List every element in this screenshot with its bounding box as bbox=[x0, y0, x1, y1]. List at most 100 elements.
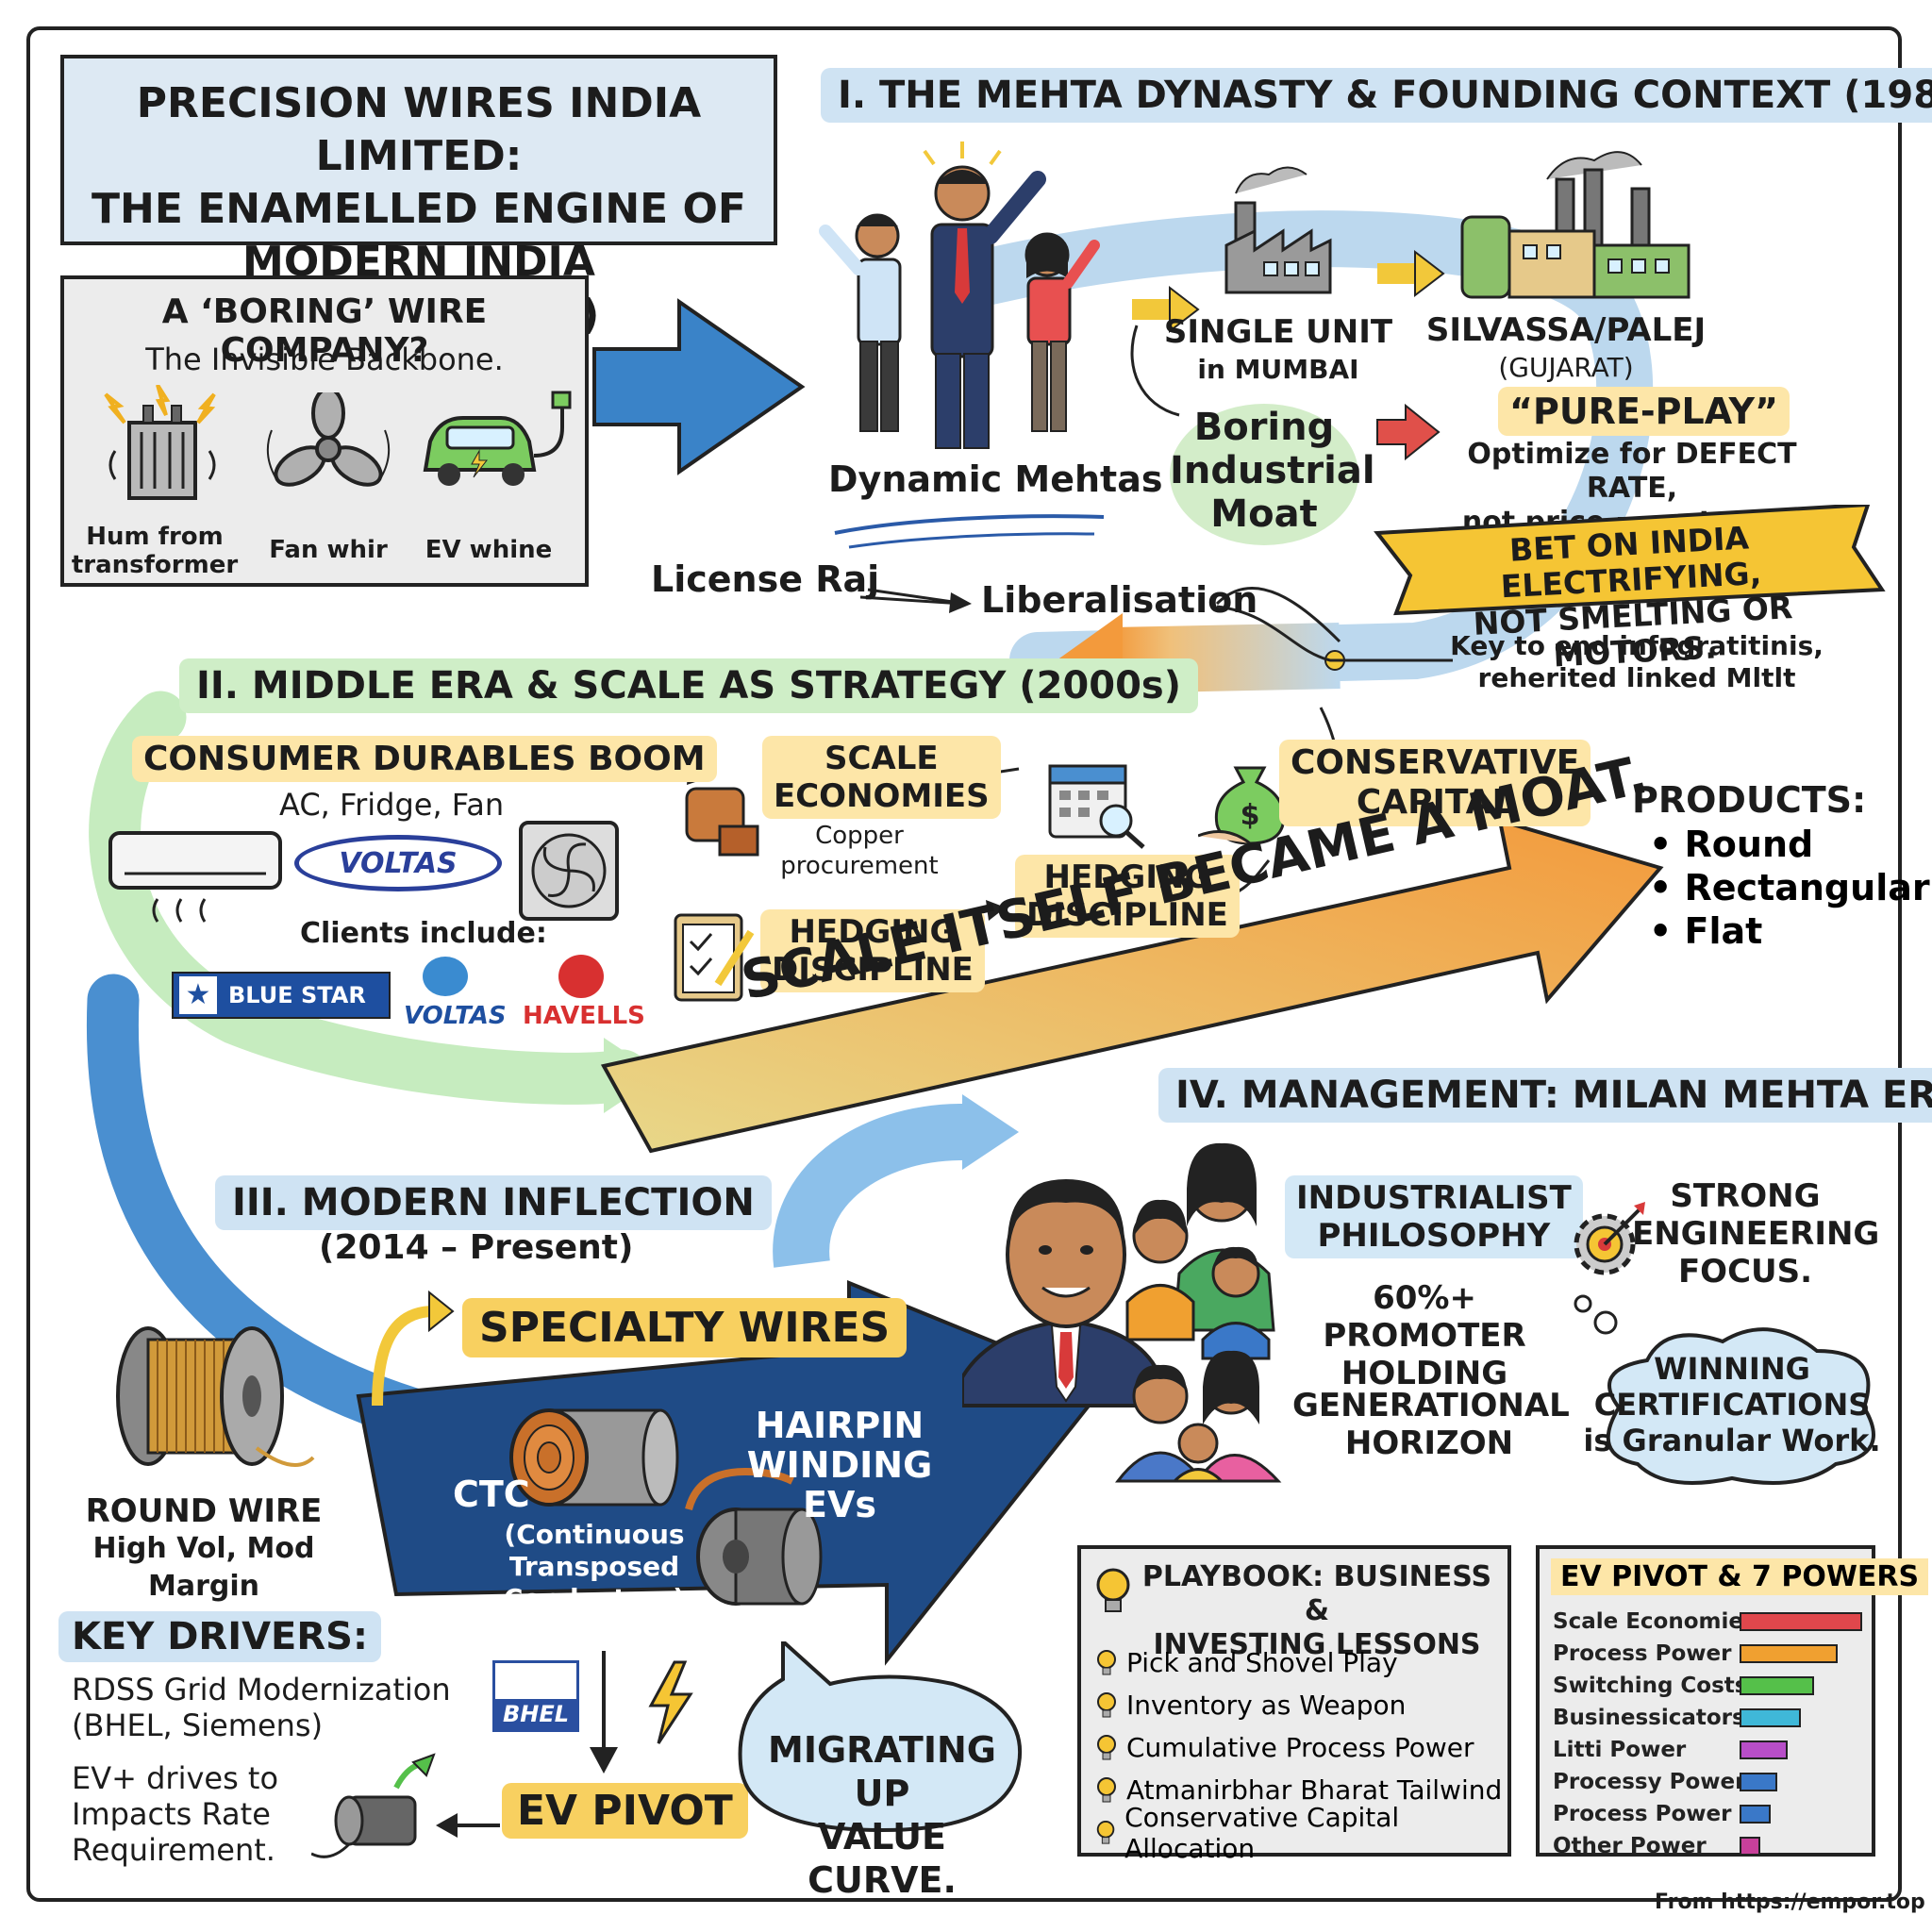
ev-pivot-tag: EV PIVOT bbox=[502, 1783, 748, 1839]
mehta-people-illustration bbox=[819, 142, 1100, 449]
havells-icon bbox=[558, 955, 604, 998]
intro-item-fan: Fan whir bbox=[269, 536, 388, 564]
power-bar bbox=[1740, 1773, 1777, 1791]
management-portrait bbox=[962, 1142, 1282, 1483]
specialty-wires-tag: SPECIALTY WIRES bbox=[462, 1298, 908, 1357]
voltas-client-icon bbox=[423, 957, 468, 996]
clipboard-icon bbox=[674, 913, 755, 1002]
power-label: Switching Costs bbox=[1553, 1674, 1748, 1698]
engineering-line1: STRONG bbox=[1670, 1177, 1821, 1215]
hairpin-motor-icon bbox=[685, 1467, 823, 1606]
power-label: Scale Economies bbox=[1553, 1609, 1757, 1634]
cloud-line1: WINNING bbox=[1654, 1351, 1810, 1387]
ctc-label: CTC bbox=[453, 1474, 530, 1515]
exhaust-fan-icon bbox=[519, 821, 619, 921]
factory-mumbai-icon bbox=[1224, 166, 1332, 294]
scale-line2: ECONOMIES bbox=[774, 777, 990, 815]
bhel-text: BHEL bbox=[495, 1699, 576, 1729]
bet-ribbon bbox=[1374, 505, 1886, 616]
title-line1: PRECISION WIRES INDIA LIMITED: bbox=[136, 79, 702, 180]
optimize-line1: Optimize for DEFECT RATE, bbox=[1467, 438, 1797, 505]
philosophy-line1: INDUSTRIALIST bbox=[1296, 1179, 1572, 1217]
liberalisation-label: Liberalisation bbox=[981, 579, 1258, 621]
capital-line2: CAPITAL bbox=[1356, 783, 1514, 822]
ev-driver-line2: Impacts Rate bbox=[72, 1796, 271, 1832]
power-bar bbox=[1740, 1740, 1788, 1759]
horizon-line2: HORIZON bbox=[1344, 1424, 1514, 1462]
section3-years: (2014 – Present) bbox=[319, 1228, 634, 1267]
voltas-client-text: VOLTAS bbox=[404, 1002, 507, 1030]
power-row: Businessicators bbox=[1553, 1702, 1862, 1734]
dynamic-mehtas-label: Dynamic Mehtas bbox=[828, 458, 1163, 500]
power-row: Processy Powers bbox=[1553, 1766, 1862, 1798]
playbook-item-text: Atmanirbhar Bharat Tailwind bbox=[1126, 1774, 1503, 1806]
key-note-line1: Key to end infogratitinis, bbox=[1450, 630, 1824, 661]
footer-source: From https://empor.top bbox=[1655, 1890, 1925, 1914]
migrating-bubble bbox=[738, 1641, 1023, 1833]
power-label: Process Power bbox=[1553, 1802, 1732, 1826]
ctc-conductor-icon bbox=[509, 1408, 679, 1507]
scale-line1: SCALE bbox=[824, 740, 939, 777]
star-icon: ★ bbox=[179, 976, 217, 1014]
hairpin-line1: HAIRPIN bbox=[755, 1405, 924, 1446]
lightbulb-icon bbox=[1096, 1568, 1130, 1612]
cloud-line3: is Granular Work. bbox=[1583, 1423, 1881, 1458]
power-bar bbox=[1740, 1837, 1760, 1856]
ctc-desc-line3: Conductors) bbox=[503, 1583, 686, 1614]
playbook-item: Cumulative Process Power bbox=[1094, 1726, 1507, 1769]
copper-line1: Copper bbox=[815, 822, 904, 850]
playbook-item: Inventory as Weapon bbox=[1094, 1684, 1507, 1726]
ctc-desc-line1: (Continuous bbox=[504, 1519, 685, 1550]
ac-icon bbox=[108, 831, 282, 923]
power-bar bbox=[1740, 1805, 1771, 1824]
moat-line1: Boring bbox=[1193, 406, 1335, 449]
single-unit-label: SINGLE UNIT bbox=[1163, 313, 1393, 351]
hedging-a-line1: HEDGING bbox=[789, 913, 957, 951]
playbook-item: Conservative Capital Allocation bbox=[1094, 1802, 1507, 1864]
boom-sub: AC, Fridge, Fan bbox=[279, 787, 505, 823]
hairpin-line2: WINDING bbox=[746, 1444, 933, 1486]
hedging-b-line2: DISCIPLINE bbox=[1026, 896, 1228, 934]
hairpin-line3: EVs bbox=[803, 1484, 876, 1525]
ev-driver-line3: Requirement. bbox=[72, 1832, 275, 1868]
title-box: PRECISION WIRES INDIA LIMITED: THE ENAME… bbox=[60, 55, 777, 339]
section4-banner: IV. MANAGEMENT: MILAN MEHTA ERA bbox=[1158, 1068, 1932, 1123]
products-title: PRODUCTS: bbox=[1632, 779, 1867, 821]
engineering-line2: ENGINEERING bbox=[1632, 1215, 1880, 1253]
scale-arrow bbox=[600, 818, 1664, 1154]
calendar-icon bbox=[1048, 764, 1145, 849]
boring-moat-circle bbox=[1170, 404, 1358, 545]
title-line2: THE ENAMELLED ENGINE OF bbox=[92, 185, 746, 233]
migrating-line1: MIGRATING UP bbox=[768, 1729, 996, 1814]
wire-spool-icon bbox=[116, 1326, 315, 1467]
intro-box: A ‘BORING’ WIRE COMPANY? The Invisible B… bbox=[60, 275, 589, 587]
power-bar bbox=[1740, 1612, 1862, 1631]
product-flat: • Flat bbox=[1649, 910, 1763, 952]
hedging-b-line1: HEDGING bbox=[1043, 858, 1211, 896]
bhel-logo: BHEL bbox=[492, 1660, 579, 1732]
power-bar bbox=[1740, 1676, 1814, 1695]
playbook-title-line1: PLAYBOOK: BUSINESS & bbox=[1141, 1560, 1492, 1627]
intro-heading: A ‘BORING’ WIRE COMPANY? bbox=[161, 292, 488, 370]
power-row: Litti Power bbox=[1553, 1734, 1862, 1766]
powers-title: EV PIVOT & 7 POWERS bbox=[1551, 1558, 1929, 1595]
consumer-boom-tag: CONSUMER DURABLES BOOM bbox=[132, 736, 717, 782]
bulb-icon bbox=[1097, 1691, 1116, 1717]
playbook-item-text: Inventory as Weapon bbox=[1126, 1690, 1407, 1721]
intro-subheading: The Invisible Backbone. bbox=[145, 341, 504, 377]
silvassa-sublabel: (GUJARAT) bbox=[1498, 352, 1634, 383]
power-bar bbox=[1740, 1644, 1838, 1663]
promoter-line1: 60%+ PROMOTER bbox=[1323, 1279, 1526, 1355]
copper-line2: procurement bbox=[780, 852, 939, 880]
bulb-icon bbox=[1097, 1776, 1116, 1802]
ev-motor-icon bbox=[311, 1753, 436, 1858]
power-label: Litti Power bbox=[1553, 1738, 1687, 1762]
power-row: Other Power bbox=[1553, 1830, 1862, 1862]
horizon-line1: GENERATIONAL bbox=[1292, 1387, 1570, 1424]
outer-frame bbox=[26, 26, 1902, 1902]
copper-spool-icon bbox=[685, 787, 759, 857]
playbook-item: Atmanirbhar Bharat Tailwind bbox=[1094, 1769, 1507, 1811]
clients-label: Clients include: bbox=[300, 917, 547, 950]
